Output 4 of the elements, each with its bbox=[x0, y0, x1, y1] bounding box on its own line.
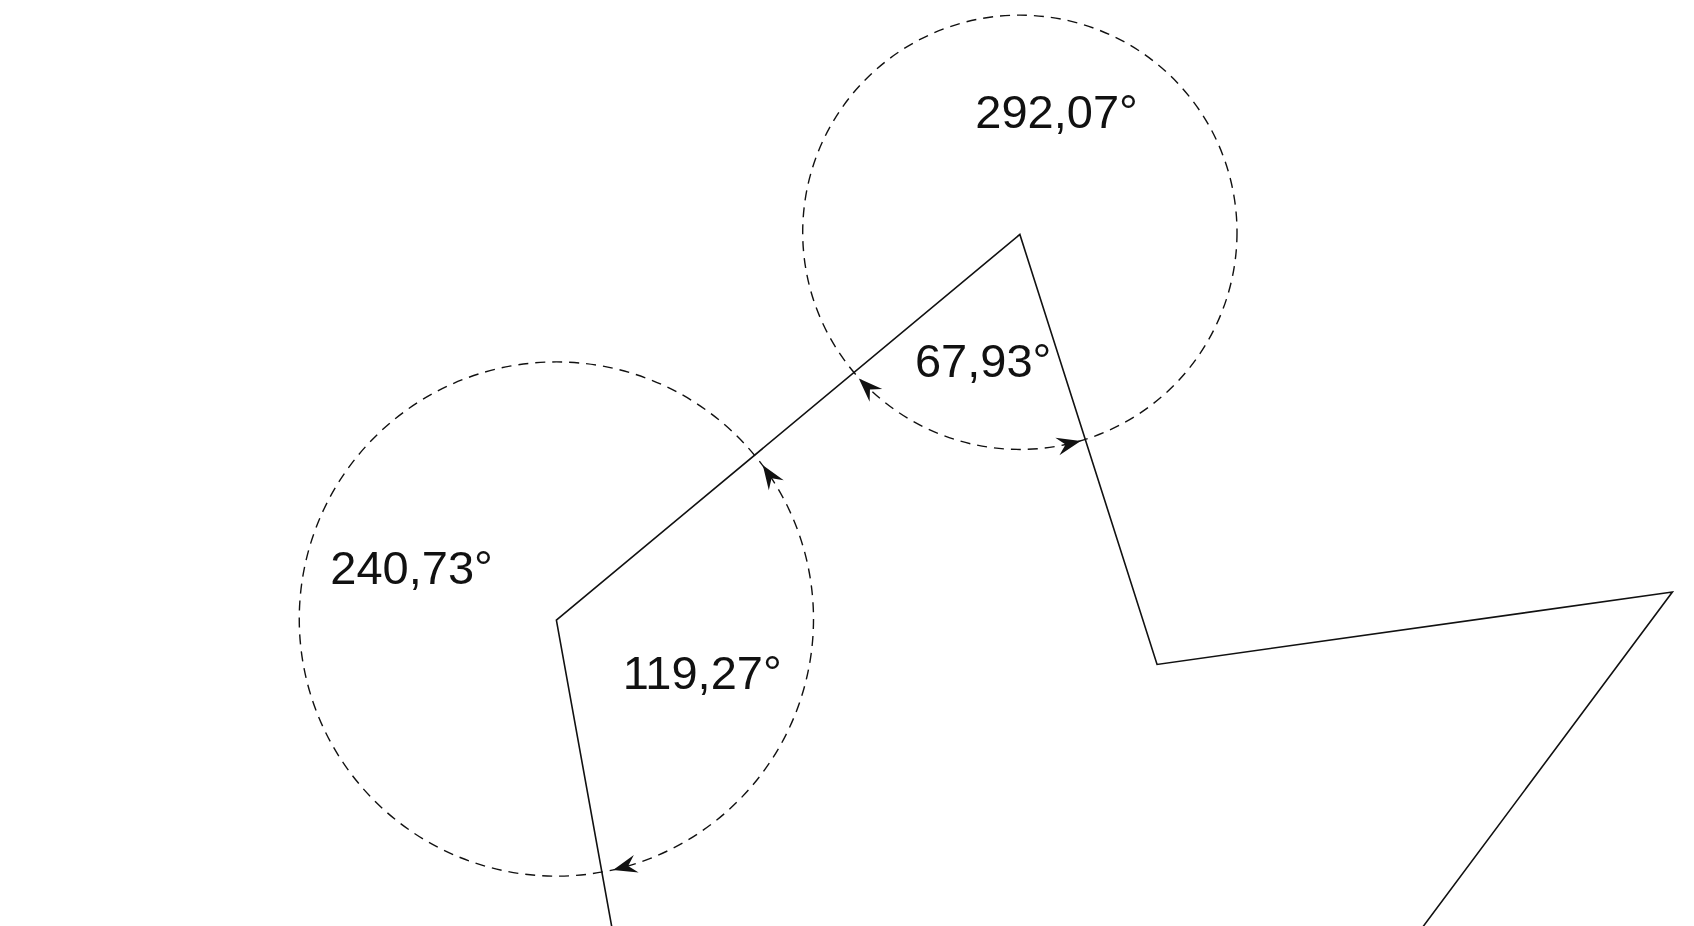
angle-label: 240,73° bbox=[330, 543, 493, 591]
angle-label: 67,93° bbox=[914, 336, 1052, 384]
angle-label: 119,27° bbox=[622, 648, 782, 696]
angle-label: 292,07° bbox=[975, 87, 1138, 135]
